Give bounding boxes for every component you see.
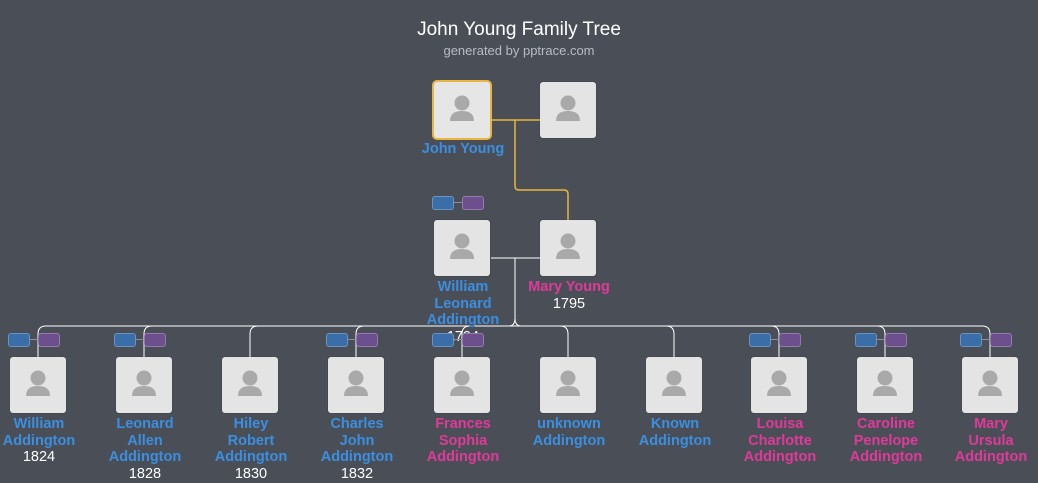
female-link-badge[interactable]	[144, 333, 166, 347]
person-card[interactable]	[962, 357, 1018, 413]
person-name[interactable]: unknown Addington	[532, 416, 606, 449]
badge-connector	[347, 339, 356, 340]
child-drop-line	[981, 325, 991, 357]
male-link-badge[interactable]	[960, 333, 982, 347]
relation-badges	[8, 333, 68, 347]
person-name[interactable]: Caroline Penelope Addington	[849, 416, 923, 465]
person-card[interactable]	[328, 357, 384, 413]
female-link-badge[interactable]	[38, 333, 60, 347]
person-card[interactable]	[751, 357, 807, 413]
person-name[interactable]: Hiley Robert Addington	[214, 416, 288, 465]
person-card[interactable]	[540, 357, 596, 413]
person-name[interactable]: William Addington	[2, 416, 76, 449]
relation-badges	[432, 196, 492, 210]
female-link-badge[interactable]	[779, 333, 801, 347]
person-silhouette-icon	[646, 357, 702, 413]
person-card[interactable]	[116, 357, 172, 413]
person-silhouette-icon	[10, 357, 66, 413]
child-drop-line	[559, 325, 569, 357]
relation-badges	[432, 333, 492, 347]
male-link-badge[interactable]	[114, 333, 136, 347]
female-link-badge[interactable]	[356, 333, 378, 347]
male-link-badge[interactable]	[326, 333, 348, 347]
child-drop-line	[770, 325, 780, 357]
female-link-badge[interactable]	[462, 196, 484, 210]
person-card[interactable]	[10, 357, 66, 413]
person-name[interactable]: Louisa Charlotte Addington	[743, 416, 817, 465]
person-silhouette-icon	[434, 220, 490, 276]
person-card[interactable]	[434, 220, 490, 276]
person-silhouette-icon	[540, 220, 596, 276]
male-link-badge[interactable]	[432, 333, 454, 347]
person-name[interactable]: Mary Young	[528, 279, 610, 295]
person-silhouette-icon	[116, 357, 172, 413]
person-card[interactable]	[646, 357, 702, 413]
female-link-badge[interactable]	[990, 333, 1012, 347]
male-link-badge[interactable]	[749, 333, 771, 347]
person-silhouette-icon	[540, 82, 596, 138]
person-card[interactable]	[222, 357, 278, 413]
relation-badges	[960, 333, 1020, 347]
person-card[interactable]	[434, 82, 490, 138]
person-card[interactable]	[434, 357, 490, 413]
person-silhouette-icon	[328, 357, 384, 413]
person-card[interactable]	[540, 220, 596, 276]
tree-subtitle: generated by pptrace.com	[443, 43, 595, 58]
relation-badges	[749, 333, 809, 347]
relation-badges	[326, 333, 386, 347]
person-name[interactable]: Charles John Addington	[320, 416, 394, 465]
tree-title: John Young Family Tree	[417, 19, 621, 40]
person-silhouette-icon	[222, 357, 278, 413]
male-link-badge[interactable]	[8, 333, 30, 347]
badge-connector	[453, 202, 462, 203]
person-silhouette-icon	[540, 357, 596, 413]
relation-badges	[855, 333, 915, 347]
descent-line-gen0	[514, 120, 569, 220]
person-birth-year: 1824	[22, 449, 56, 465]
person-card[interactable]	[540, 82, 596, 138]
badge-connector	[770, 339, 779, 340]
person-name[interactable]: Known Addington	[638, 416, 712, 449]
person-silhouette-icon	[434, 357, 490, 413]
person-name[interactable]: Frances Sophia Addington	[426, 416, 500, 465]
male-link-badge[interactable]	[855, 333, 877, 347]
male-link-badge[interactable]	[432, 196, 454, 210]
child-drop-line	[249, 325, 259, 357]
person-silhouette-icon	[751, 357, 807, 413]
children-rail-join	[508, 317, 522, 327]
person-silhouette-icon	[434, 82, 490, 138]
person-name[interactable]: William Leonard Addington	[426, 279, 500, 328]
badge-connector	[876, 339, 885, 340]
badge-connector	[981, 339, 990, 340]
person-birth-year: 1795	[552, 295, 586, 312]
badge-connector	[135, 339, 144, 340]
child-drop-line	[665, 325, 675, 357]
person-silhouette-icon	[857, 357, 913, 413]
person-name[interactable]: Leonard Allen Addington	[108, 416, 182, 465]
badge-connector	[453, 339, 462, 340]
person-name[interactable]: John Young	[421, 141, 505, 157]
badge-connector	[29, 339, 38, 340]
person-birth-year: 1830	[234, 465, 268, 482]
person-birth-year: 1832	[340, 465, 374, 482]
person-name[interactable]: Mary Ursula Addington	[954, 416, 1028, 465]
female-link-badge[interactable]	[885, 333, 907, 347]
female-link-badge[interactable]	[462, 333, 484, 347]
person-card[interactable]	[857, 357, 913, 413]
relation-badges	[114, 333, 174, 347]
person-birth-year: 1828	[128, 465, 162, 482]
person-silhouette-icon	[962, 357, 1018, 413]
child-drop-line	[876, 325, 886, 357]
